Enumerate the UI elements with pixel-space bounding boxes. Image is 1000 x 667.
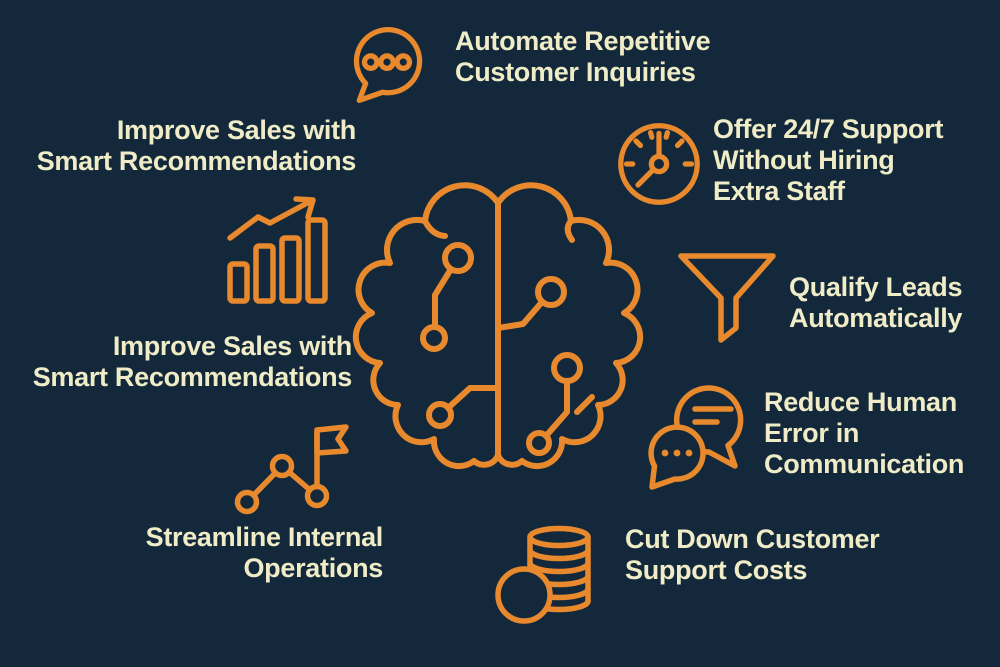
benefit-line: Reduce Human (764, 387, 957, 417)
benefit-line: Automatically (789, 303, 963, 333)
label-streamline: Streamline Internal Operations (35, 522, 384, 584)
label-cut-costs: Cut Down Customer Support Costs (625, 524, 880, 586)
benefit-line: Improve Sales with (116, 115, 356, 145)
milestone-flag-icon (234, 424, 349, 515)
chat-error-icon (648, 385, 744, 490)
benefit-line: Smart Recommendations (36, 146, 357, 176)
benefit-line: Communication (764, 449, 965, 479)
coins-stack-icon (495, 525, 591, 624)
benefit-line: Streamline Internal (145, 522, 384, 552)
funnel-icon (678, 253, 776, 343)
label-qualify-leads: Qualify Leads Automatically (789, 272, 962, 334)
label-offer-support: Offer 24/7 Support Without Hiring Extra … (713, 114, 943, 207)
benefit-line: Extra Staff (713, 176, 845, 206)
benefit-line: Customer Inquiries (455, 57, 696, 87)
label-improve-sales-mid: Improve Sales with Smart Recommendations (0, 331, 353, 393)
gauge-clock-icon (618, 123, 700, 205)
benefit-line: Error in (764, 418, 860, 448)
label-automate: Automate Repetitive Customer Inquiries (455, 26, 711, 88)
growth-chart-icon (227, 196, 328, 304)
benefit-line: Qualify Leads (789, 272, 963, 302)
benefit-line: Operations (243, 553, 383, 583)
benefit-line: Smart Recommendations (32, 362, 353, 392)
benefit-line: Without Hiring (713, 145, 895, 175)
benefit-line: Improve Sales with (112, 331, 352, 361)
benefit-line: Offer 24/7 Support (713, 114, 944, 144)
label-improve-sales-top: Improve Sales with Smart Recommendations (0, 115, 357, 177)
benefit-line: Automate Repetitive (455, 26, 711, 56)
benefit-line: Cut Down Customer (625, 524, 880, 554)
speech-bubble-icon (353, 27, 423, 104)
label-reduce-error: Reduce Human Error in Communication (764, 387, 964, 480)
brain-circuit-icon (352, 182, 644, 470)
benefit-line: Support Costs (625, 555, 808, 585)
